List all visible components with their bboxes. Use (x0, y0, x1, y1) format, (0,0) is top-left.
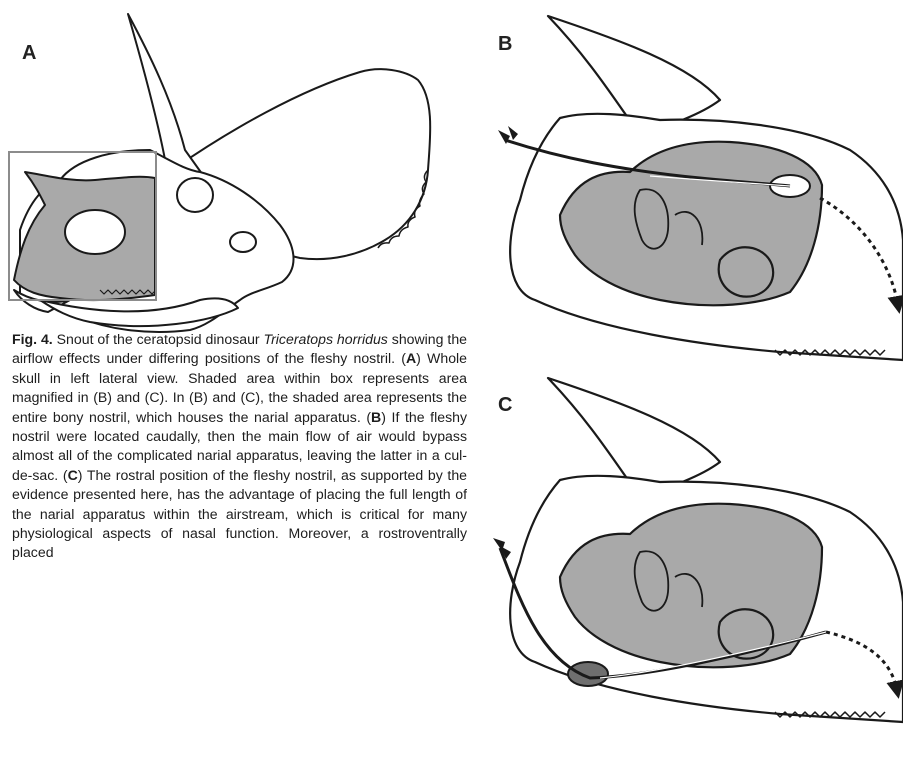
panel-c-snout (510, 378, 903, 722)
caption-ref-a: A (406, 350, 416, 366)
fleshy-nostril-c (568, 662, 608, 686)
narial-lobe-b (719, 247, 773, 296)
caption-ref-b: B (371, 409, 381, 425)
caption-text-5: ) The rostral position of the fleshy nos… (12, 467, 467, 561)
panel-b-snout (510, 16, 903, 360)
caption-ref-c: C (68, 467, 78, 483)
fenestra (230, 232, 256, 252)
orbit (177, 178, 213, 212)
caption-text-1: Snout of the ceratopsid dinosaur (53, 331, 264, 347)
figure-caption: Fig. 4. Snout of the ceratopsid dinosaur… (12, 330, 467, 760)
nostril-opening (65, 210, 125, 254)
caption-species: Triceratops horridus (264, 331, 388, 347)
panel-a-skull (14, 14, 430, 332)
caption-fig-label: Fig. 4. (12, 331, 53, 347)
